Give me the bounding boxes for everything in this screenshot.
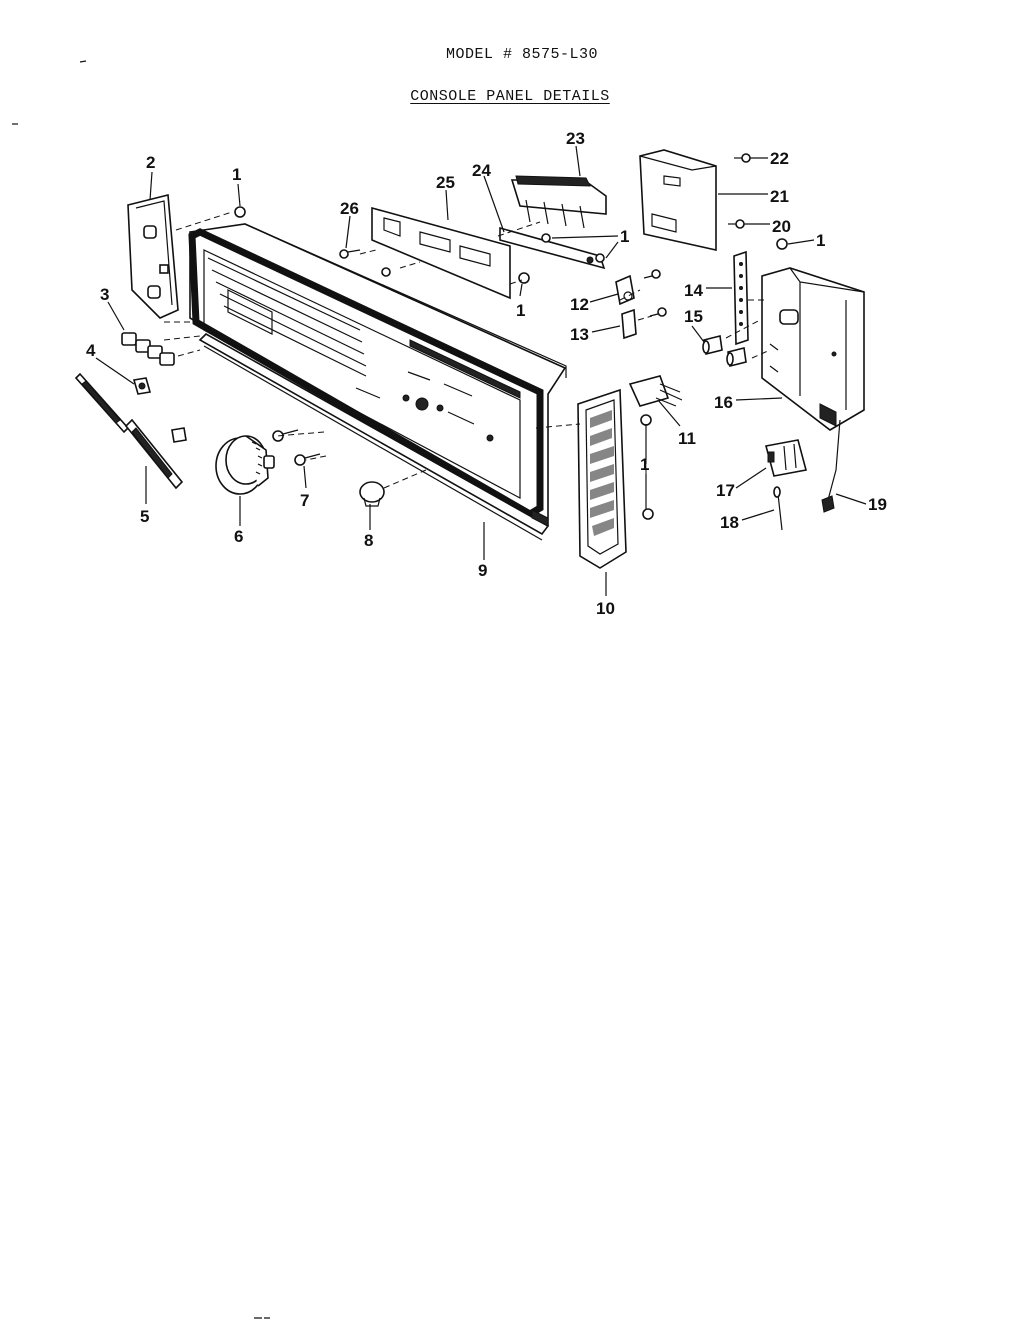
label-1: 1 <box>232 165 241 184</box>
label-15: 15 <box>684 307 703 326</box>
label-11: 11 <box>678 429 696 448</box>
label-1-d: 1 <box>816 231 825 250</box>
model-title: MODEL # 8575-L30 <box>445 46 599 63</box>
part-13-clip <box>621 307 667 340</box>
part-12-clip <box>615 269 661 306</box>
label-1-c: 1 <box>516 301 525 320</box>
scan-mark <box>79 60 87 63</box>
label-20: 20 <box>772 217 791 236</box>
part-19-wire <box>821 419 841 513</box>
part-16-timer <box>761 267 865 431</box>
part-18-wire <box>773 486 783 531</box>
label-18: 18 <box>720 513 739 532</box>
part-3-buttons <box>121 332 175 366</box>
part-7-screws <box>272 429 321 466</box>
part-14-terminal-strip <box>733 250 749 346</box>
label-8: 8 <box>364 531 373 550</box>
label-2: 2 <box>146 153 155 172</box>
callout-labels: 2 1 3 4 5 6 7 8 9 10 11 12 13 14 15 16 1… <box>86 129 887 618</box>
label-6: 6 <box>234 527 243 546</box>
diagram-title: CONSOLE PANEL DETAILS <box>0 88 1028 105</box>
part-2-end-cap <box>127 193 179 319</box>
part-15-bushings <box>702 335 747 367</box>
label-7: 7 <box>300 491 309 510</box>
label-21: 21 <box>770 187 789 206</box>
label-24: 24 <box>472 161 491 180</box>
label-3: 3 <box>100 285 109 304</box>
part-22-20-screws <box>728 153 751 229</box>
diagram-title-text: CONSOLE PANEL DETAILS <box>410 88 610 105</box>
label-1-b: 1 <box>620 227 629 246</box>
label-25: 25 <box>436 173 455 192</box>
part-5-nameplates <box>74 372 187 490</box>
console-panel <box>188 223 567 541</box>
part-25-bracket <box>371 206 511 300</box>
label-22: 22 <box>770 149 789 168</box>
part-10-end-panel <box>577 388 627 569</box>
part-26-screw <box>339 249 361 259</box>
label-10: 10 <box>596 599 615 618</box>
label-5: 5 <box>140 507 149 526</box>
label-23: 23 <box>566 129 585 148</box>
leader-lines <box>95 145 867 596</box>
label-16: 16 <box>714 393 733 412</box>
part-21-cover <box>639 149 717 251</box>
label-19: 19 <box>868 495 887 514</box>
label-4: 4 <box>86 341 96 360</box>
label-26: 26 <box>340 199 359 218</box>
label-9: 9 <box>478 561 487 580</box>
label-14: 14 <box>684 281 703 300</box>
part-24-bar <box>499 226 606 270</box>
part-8-button <box>359 481 385 507</box>
part-11-switch <box>628 375 683 407</box>
label-17: 17 <box>716 481 735 500</box>
label-12: 12 <box>570 295 589 314</box>
label-1-e: 1 <box>640 455 649 474</box>
part-4-spacer <box>132 377 152 395</box>
part-23-switch-block <box>510 175 607 229</box>
part-17-connector <box>765 439 807 477</box>
part-6-knob <box>215 435 275 495</box>
label-13: 13 <box>570 325 589 344</box>
